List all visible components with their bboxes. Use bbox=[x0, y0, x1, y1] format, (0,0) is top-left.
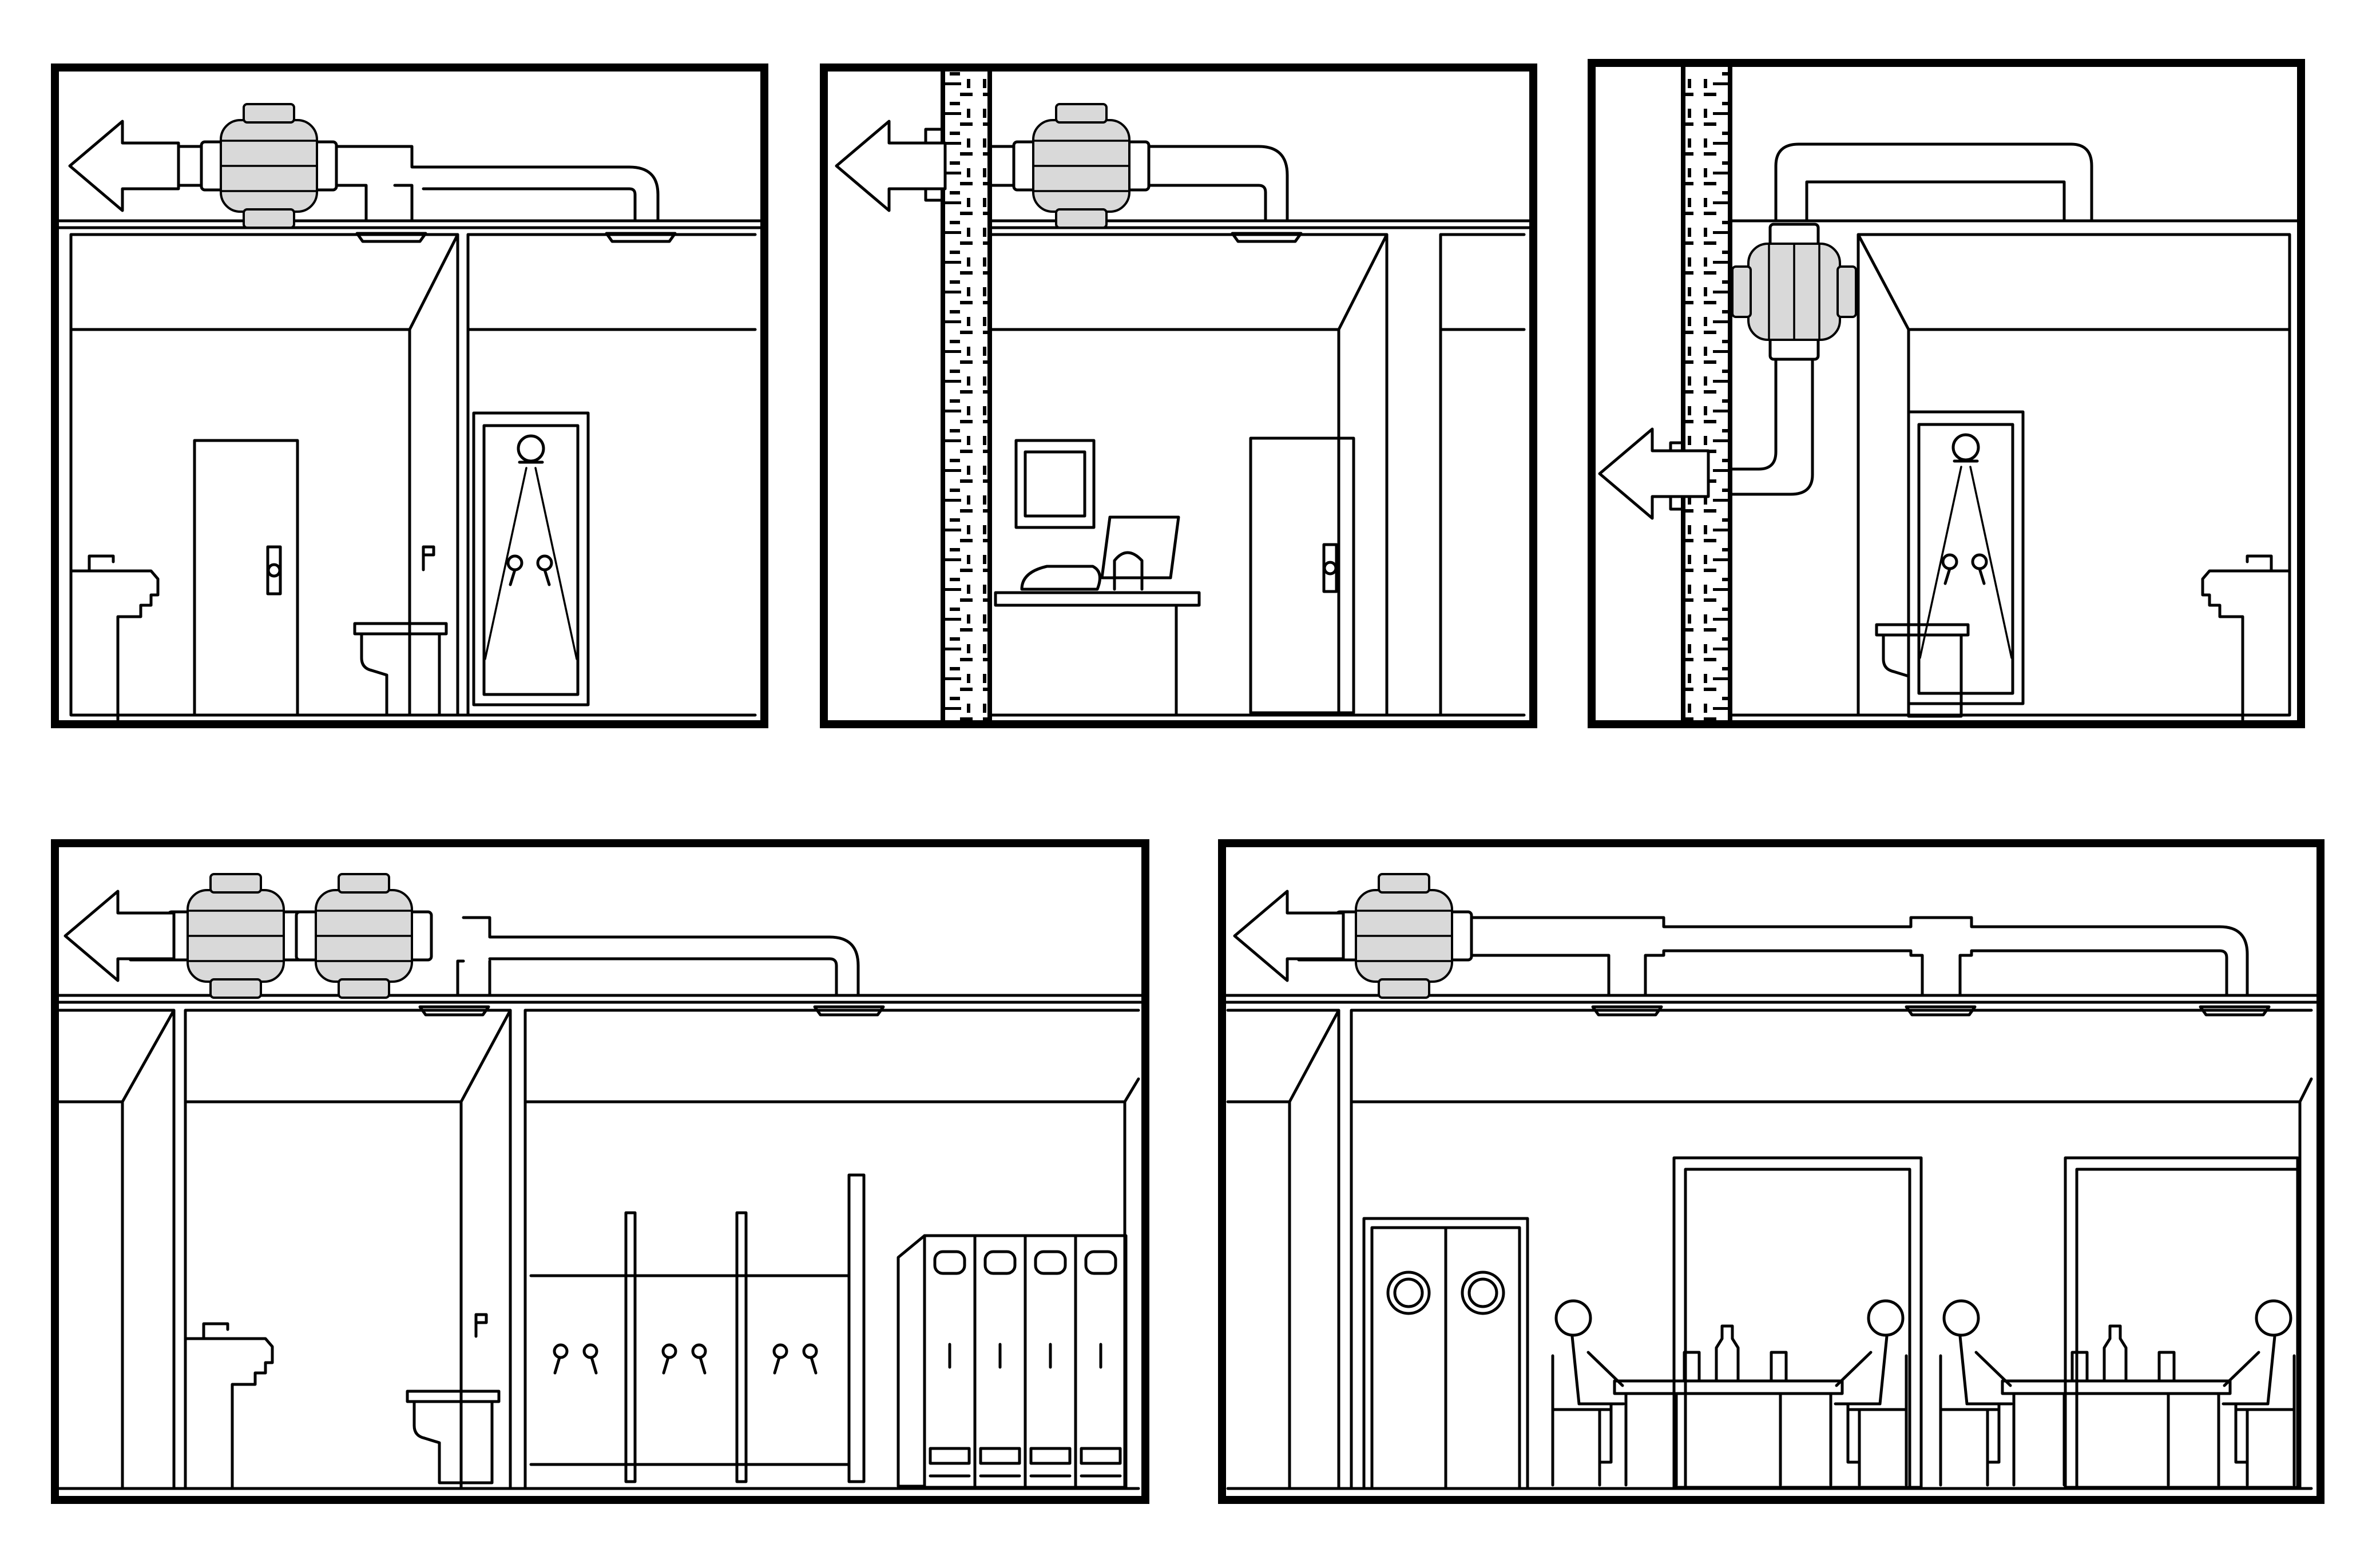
washbasin-icon bbox=[2203, 556, 2288, 720]
door-icon bbox=[195, 440, 298, 715]
inline-fan-icon bbox=[1014, 104, 1149, 228]
shower-head-icon bbox=[663, 1345, 705, 1373]
swing-door-icon bbox=[1362, 1217, 1529, 1490]
locker-icon bbox=[1076, 1236, 1126, 1487]
exhaust-arrow-icon bbox=[1235, 891, 1343, 981]
inline-fan-icon bbox=[1336, 874, 1471, 998]
toilet-icon bbox=[407, 1391, 499, 1483]
inline-fan-icon bbox=[1732, 224, 1856, 359]
dining-table-icon bbox=[2001, 1324, 2232, 1487]
inline-fan-icon bbox=[296, 874, 431, 998]
panel-5 bbox=[1218, 839, 2325, 1504]
washbasin-icon bbox=[72, 556, 158, 720]
panel-3 bbox=[1588, 59, 2305, 728]
office-desk-icon bbox=[994, 515, 1201, 717]
inline-fan-icon bbox=[201, 104, 336, 228]
dining-table-icon bbox=[1613, 1324, 1844, 1487]
shower-cubicle-icon bbox=[1909, 412, 2023, 704]
panel-1 bbox=[51, 63, 768, 728]
brick-wall-icon bbox=[941, 65, 992, 727]
locker-icon bbox=[975, 1236, 1025, 1487]
panel-2 bbox=[820, 63, 1537, 728]
shower-cubicle-icon bbox=[474, 413, 588, 705]
person-icon bbox=[2223, 1301, 2294, 1485]
locker-icon bbox=[1025, 1236, 1076, 1487]
exhaust-arrow-icon bbox=[836, 121, 945, 211]
shower-head-icon bbox=[774, 1345, 816, 1373]
shower-head-icon bbox=[554, 1345, 597, 1373]
person-icon bbox=[1835, 1301, 1906, 1485]
panel-4 bbox=[51, 839, 1149, 1504]
person-icon bbox=[1553, 1301, 1624, 1485]
window-icon bbox=[1672, 1156, 1923, 1489]
locker-icon bbox=[925, 1236, 975, 1487]
person-icon bbox=[1941, 1301, 2012, 1485]
inline-fan-icon bbox=[168, 874, 303, 998]
picture-frame-icon bbox=[1014, 439, 1096, 529]
brick-wall-icon bbox=[1681, 61, 1732, 727]
exhaust-arrow-icon bbox=[70, 121, 178, 211]
exhaust-arrow-icon bbox=[65, 891, 174, 981]
washbasin-icon bbox=[187, 1324, 272, 1487]
window-icon bbox=[2064, 1156, 2299, 1489]
toilet-icon bbox=[355, 624, 446, 715]
